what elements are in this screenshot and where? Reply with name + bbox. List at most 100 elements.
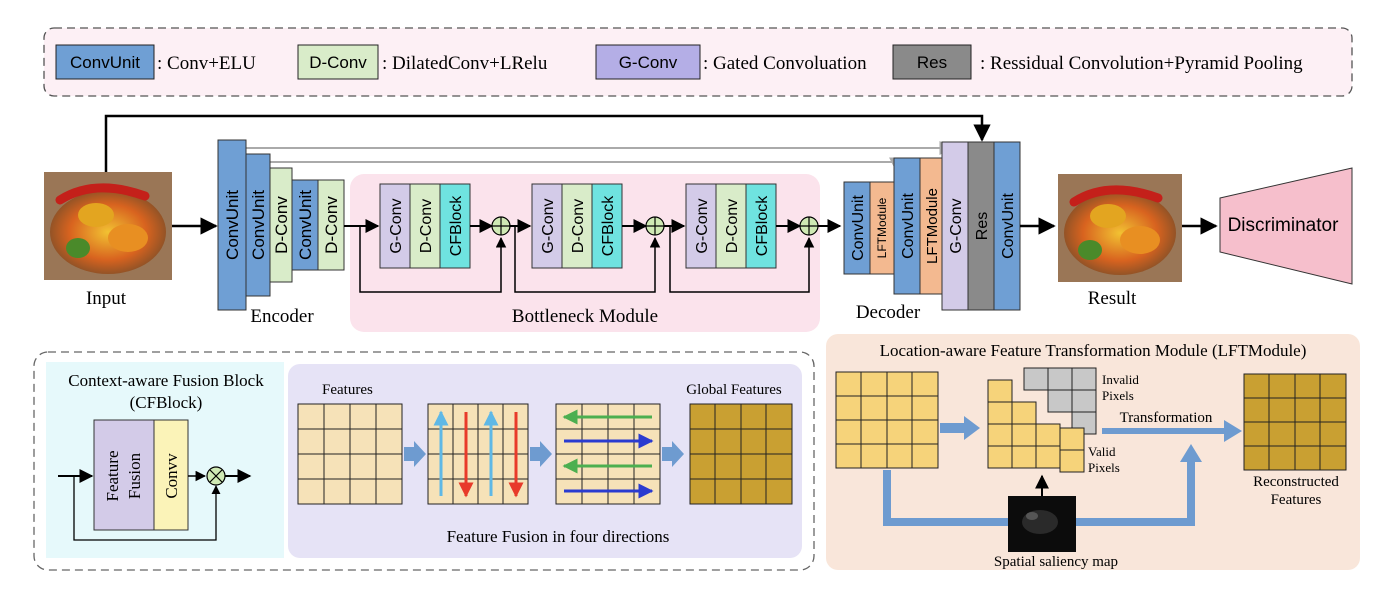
- fusion-features-label: Features: [322, 382, 373, 398]
- bottleneck-1-cfblock-label: CFBlock: [448, 195, 465, 256]
- lft-reconstructed-label-2: Features: [1271, 492, 1322, 508]
- fusion-grid-features: [297, 403, 403, 505]
- encoder-convunit-2: [245, 153, 271, 297]
- residual-path-1: [359, 226, 507, 293]
- cfblock-title-line2: (CFBlock): [130, 393, 203, 412]
- legend-dconv-swatch: [297, 44, 379, 80]
- cfblock-fusion-label-1: Feature: [103, 451, 122, 502]
- encoder-convunit-1-label: ConvUnit: [223, 190, 242, 260]
- lft-invalid-label-1: Invalid: [1102, 372, 1139, 387]
- lft-arrow-transformation: [1102, 420, 1242, 442]
- multiply-node: [206, 466, 226, 486]
- sum-node-1: [491, 216, 511, 236]
- discriminator-shape: [1219, 167, 1353, 285]
- decoder-res: [967, 141, 995, 311]
- cfblock-conv-box: [153, 419, 189, 531]
- cfblock-feature-fusion-box: [93, 419, 155, 531]
- encoder-convunit-3: [291, 179, 319, 271]
- encoder-dconv-1-label: D-Conv: [272, 196, 291, 254]
- decoder-lftmodule-1: [869, 181, 895, 275]
- lft-valid-label-2: Pixels: [1088, 460, 1120, 475]
- fusion-global-label: Global Features: [686, 382, 782, 398]
- cfblock-title-line1: Context-aware Fusion Block: [68, 371, 264, 390]
- fusion-grid-global: [689, 403, 793, 505]
- sum-node-3: [799, 216, 819, 236]
- lft-panel: [826, 334, 1360, 570]
- bottleneck-label: Bottleneck Module: [512, 306, 658, 327]
- decoder-convunit-2: [893, 157, 921, 295]
- legend-convunit-desc: : Conv+ELU: [157, 53, 256, 74]
- legend-gconv-swatch: [595, 44, 701, 80]
- residual-path-3: [669, 226, 815, 293]
- lft-transformation-label: Transformation: [1120, 410, 1213, 426]
- legend-dconv-desc: : DilatedConv+LRelu: [382, 53, 548, 74]
- lft-invalid-label-2: Pixels: [1102, 388, 1134, 403]
- legend-gconv-label: G-Conv: [619, 53, 678, 72]
- decoder-lftmodule-1-label: LFTModule: [875, 197, 889, 258]
- lft-valid-label-1: Valid: [1088, 444, 1116, 459]
- fusion-grid-vertical: [427, 403, 529, 505]
- lft-reconstructed-label-1: Reconstructed: [1253, 474, 1339, 490]
- legend: ConvUnit : Conv+ELU D-Conv : DilatedConv…: [43, 27, 1353, 97]
- encoder-convunit-2-label: ConvUnit: [249, 190, 268, 260]
- legend-dconv-label: D-Conv: [309, 53, 367, 72]
- decoder-convunit-1-label: ConvUnit: [850, 195, 867, 261]
- encoder: ConvUnit ConvUnit D-Conv ConvUnit D-Conv: [217, 139, 345, 311]
- legend-res-desc: : Ressidual Convolution+Pyramid Pooling: [980, 53, 1303, 74]
- decoder-res-label: Res: [974, 212, 991, 240]
- legend-res-label: Res: [917, 53, 947, 72]
- fusion-arrow-1: [404, 441, 426, 467]
- decoder-lftmodule-2-label: LFTModule: [924, 188, 941, 264]
- legend-convunit-swatch: [55, 44, 155, 80]
- bottleneck-2-gconv-label: G-Conv: [540, 198, 557, 253]
- lft-arrow-input-split: [940, 416, 980, 440]
- skip-connection-input-res: [104, 114, 991, 172]
- lft-grid-reconstructed: [1243, 373, 1347, 471]
- bottleneck-group-1: G-Conv D-Conv CFBlock: [379, 183, 471, 269]
- fusion-arrow-3: [662, 441, 684, 467]
- decoder-label: Decoder: [856, 302, 921, 323]
- legend-gconv-desc: : Gated Convoluation: [703, 53, 867, 74]
- bottleneck-3-gconv-label: G-Conv: [694, 198, 711, 253]
- bottleneck-3-cfblock-label: CFBlock: [754, 195, 771, 256]
- encoder-convunit-3-label: ConvUnit: [296, 190, 315, 260]
- decoder-convunit-3-label: ConvUnit: [1000, 193, 1017, 259]
- decoder-gconv-label: G-Conv: [948, 198, 965, 253]
- decoder: ConvUnit LFTModule ConvUnit LFTModule G-…: [843, 141, 1021, 311]
- lft-valid-pixels: [987, 379, 1085, 473]
- bottleneck-group-2: G-Conv D-Conv CFBlock: [531, 183, 623, 269]
- bottleneck-1-dconv-label: D-Conv: [418, 199, 435, 253]
- legend-res-swatch: [892, 44, 972, 80]
- bottleneck-group-3: G-Conv D-Conv CFBlock: [685, 183, 777, 269]
- sum-node-2: [645, 216, 665, 236]
- lft-grid-input: [835, 371, 939, 469]
- input-label: Input: [86, 288, 127, 309]
- decoder-convunit-3: [993, 141, 1021, 311]
- lft-blue-route: [883, 470, 1008, 526]
- saliency-map-image: [1008, 496, 1076, 552]
- bottleneck-2-dconv-label: D-Conv: [570, 199, 587, 253]
- encoder-dconv-2-label: D-Conv: [322, 196, 341, 254]
- lft-blue-route-up: [1076, 460, 1195, 526]
- result-image: [1058, 174, 1182, 282]
- cfblock-conv-label: Convv: [162, 453, 181, 499]
- result-label: Result: [1088, 288, 1137, 309]
- encoder-convunit-1: [217, 139, 247, 311]
- lft-saliency-label: Spatial saliency map: [994, 554, 1118, 570]
- fusion-arrow-2: [530, 441, 552, 467]
- cfblock-fusion-label-2: Fusion: [125, 452, 144, 499]
- encoder-dconv-2: [317, 179, 345, 271]
- skip-connection-encoder-2: [268, 157, 903, 172]
- decoder-convunit-2-label: ConvUnit: [900, 193, 917, 259]
- fusion-caption: Feature Fusion in four directions: [447, 527, 670, 546]
- lft-blue-route-arrowhead: [1180, 444, 1202, 462]
- decoder-convunit-1: [843, 181, 871, 275]
- discriminator-label: Discriminator: [1228, 215, 1340, 236]
- bottleneck-1-gconv-label: G-Conv: [388, 198, 405, 253]
- bottleneck-3-dconv-label: D-Conv: [724, 199, 741, 253]
- residual-path-2: [514, 226, 661, 293]
- input-image: [44, 172, 172, 280]
- lft-title: Location-aware Feature Transformation Mo…: [880, 341, 1307, 360]
- encoder-label: Encoder: [250, 306, 314, 327]
- legend-convunit-label: ConvUnit: [70, 53, 140, 72]
